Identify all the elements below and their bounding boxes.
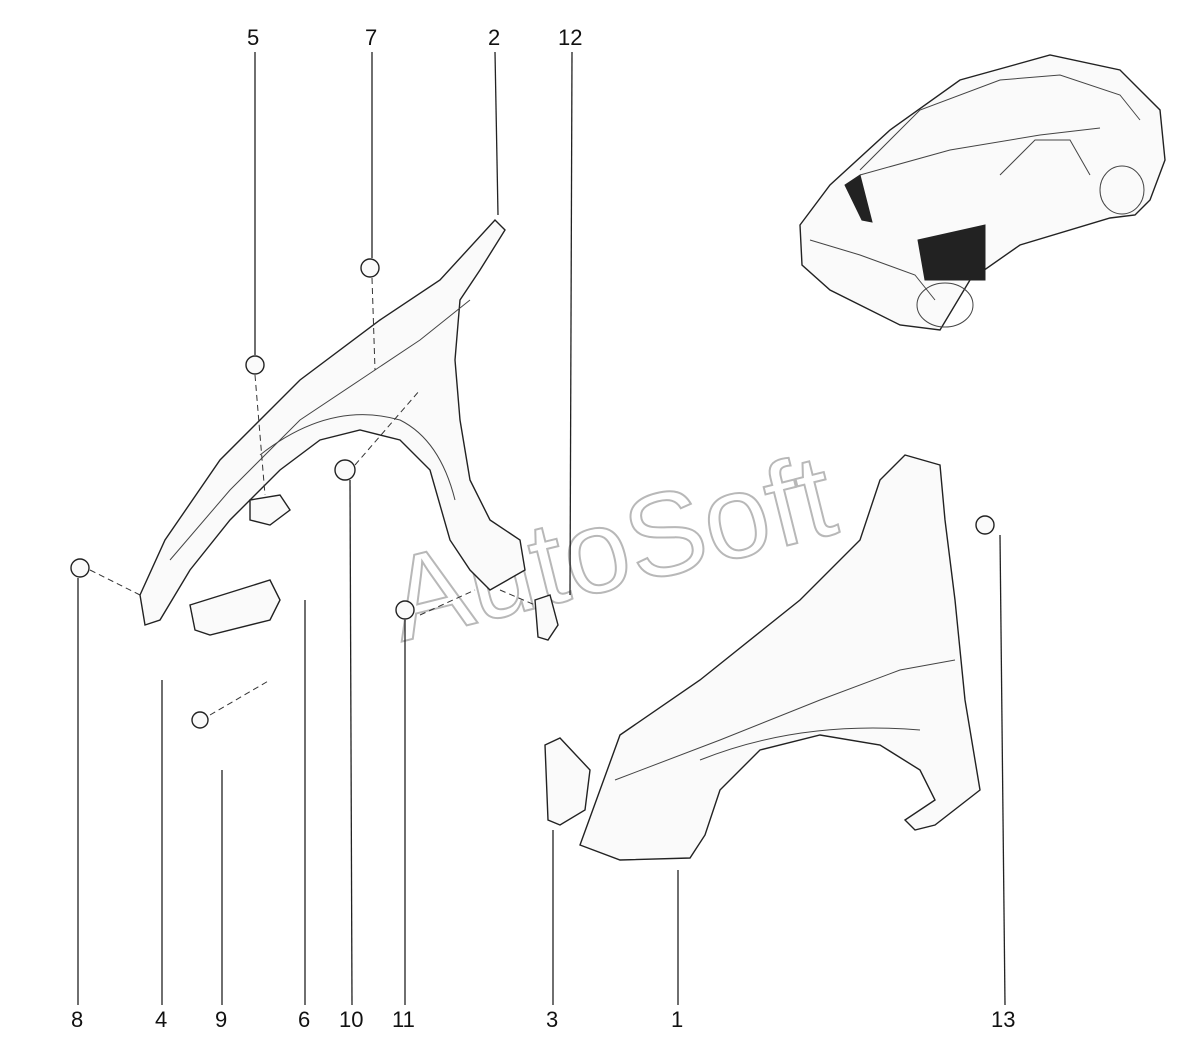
callout-9: 9 <box>215 1007 227 1032</box>
sound-pad-part-3 <box>544 737 591 826</box>
callout-13: 13 <box>991 1007 1015 1032</box>
callout-1: 1 <box>671 1007 683 1032</box>
assembly-dash-lines <box>89 277 536 716</box>
callout-11: 11 <box>392 1007 415 1032</box>
callout-6: 6 <box>298 1007 310 1032</box>
fender-inner-bracket-part-2 <box>139 218 526 626</box>
clip-part-6 <box>249 494 291 526</box>
clip-part-12 <box>534 594 559 641</box>
callout-5: 5 <box>247 25 259 50</box>
car-silhouette-icon <box>799 54 1166 331</box>
front-fender-part-1 <box>579 454 981 861</box>
callout-7: 7 <box>365 25 377 50</box>
callout-2: 2 <box>488 25 500 50</box>
leader-lines <box>77 51 1006 1006</box>
callout-4: 4 <box>155 1007 167 1032</box>
callout-3: 3 <box>546 1007 558 1032</box>
bracket-part-4 <box>189 579 281 636</box>
callout-8: 8 <box>71 1007 83 1032</box>
bolt-icon <box>70 258 995 729</box>
callout-12: 12 <box>558 25 582 50</box>
callout-10: 10 <box>339 1007 363 1032</box>
